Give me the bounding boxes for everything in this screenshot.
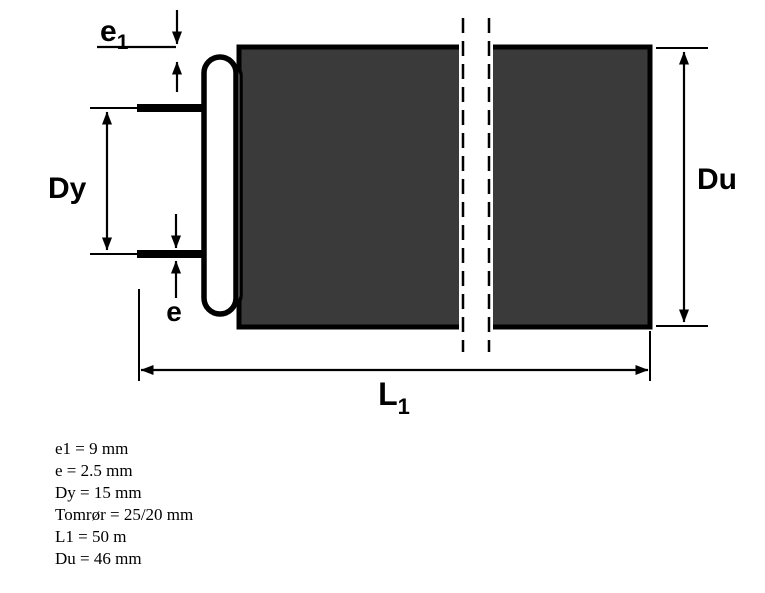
e1-dim-label: e1 bbox=[100, 15, 129, 54]
spec-line-e: e = 2.5 mm bbox=[55, 461, 133, 480]
e1-dim-label-sub: 1 bbox=[117, 31, 129, 54]
e1-dim-label-base: e bbox=[100, 15, 117, 48]
jacket-body-left bbox=[236, 44, 459, 330]
l1-dim-label-base: L bbox=[378, 376, 398, 412]
spec-line-du: Du = 46 mm bbox=[55, 549, 142, 568]
dimension-du: Du bbox=[656, 47, 737, 327]
l1-dim-label-sub: 1 bbox=[398, 394, 410, 419]
spec-line-e1: e1 = 9 mm bbox=[55, 439, 129, 458]
dimension-dy: Dy bbox=[48, 107, 140, 255]
spec-line-dy: Dy = 15 mm bbox=[55, 483, 142, 502]
dy-dim-label: Dy bbox=[48, 172, 87, 205]
spec-line-tomror: Tomrør = 25/20 mm bbox=[55, 505, 194, 524]
dimension-e1: e1 bbox=[97, 10, 182, 92]
spec-line-l1: L1 = 50 m bbox=[55, 527, 127, 546]
pipe-diagram: e1 Dy e Du L1 bbox=[48, 10, 737, 419]
inner-pipe-bottom-wall bbox=[137, 250, 213, 258]
pipe-assembly bbox=[137, 18, 653, 352]
spec-list: e1 = 9 mm e = 2.5 mm Dy = 15 mm Tomrør =… bbox=[55, 438, 193, 570]
dimension-e: e bbox=[166, 214, 182, 327]
jacket-body-right bbox=[493, 44, 653, 330]
inner-pipe-top-wall bbox=[137, 104, 213, 112]
coupling-outer-ring bbox=[201, 54, 239, 317]
du-dim-label: Du bbox=[697, 163, 737, 196]
dimension-l1: L1 bbox=[138, 289, 651, 419]
e-dim-label: e bbox=[166, 296, 182, 327]
l1-dim-label: L1 bbox=[378, 376, 410, 419]
